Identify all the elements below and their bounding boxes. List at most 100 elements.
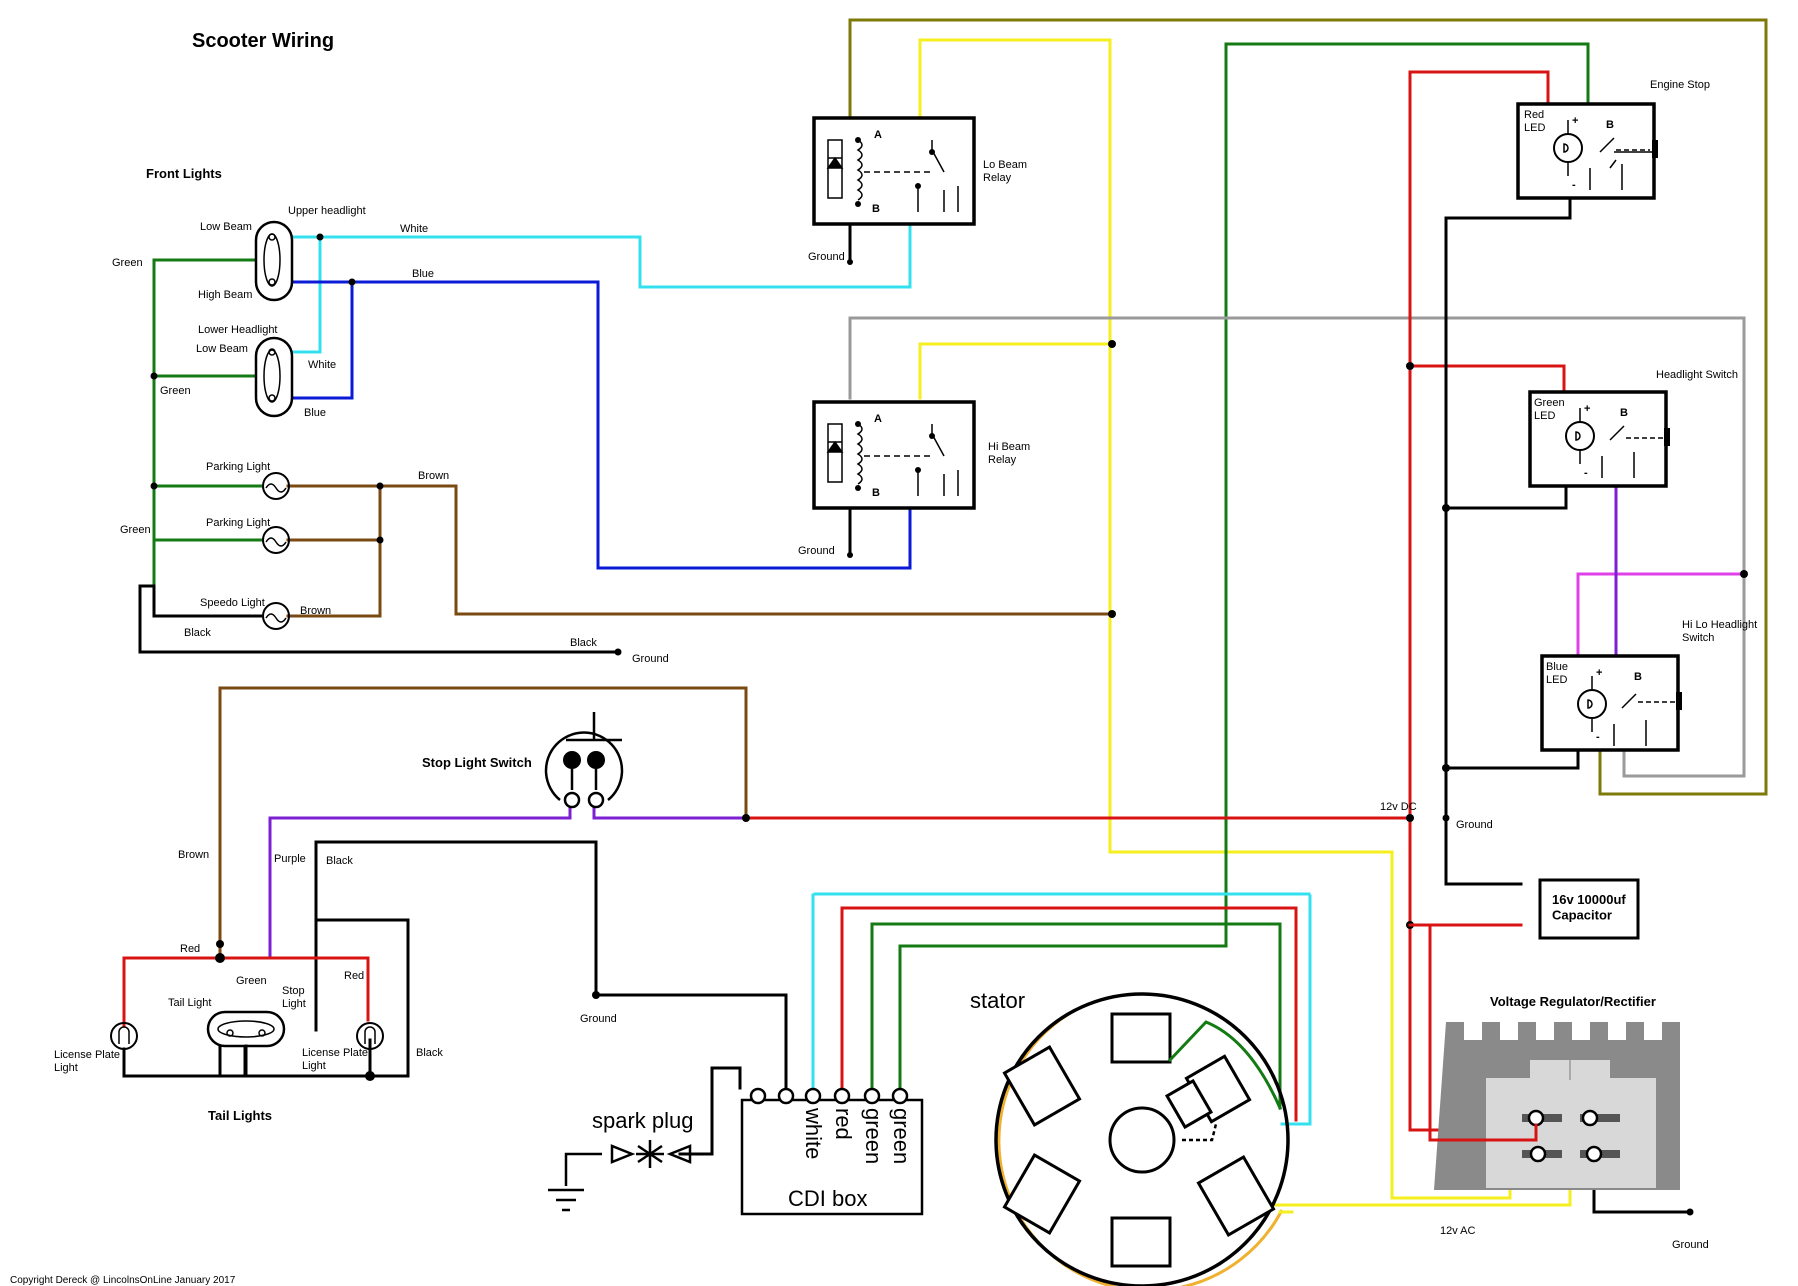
- cdi-white-label: white: [801, 1107, 826, 1159]
- headlight-switch-label: Headlight Switch: [1656, 369, 1738, 381]
- yellow-wire-lo: [918, 38, 1512, 1200]
- spark-plug: spark plug: [548, 1108, 694, 1212]
- low-beam-label-1: Low Beam: [200, 221, 252, 233]
- front-lights-title: Front Lights: [146, 166, 222, 181]
- ground-label-3: Ground: [798, 545, 835, 557]
- black-wire-label-1: Black: [184, 627, 211, 639]
- tail-light-bulb: [206, 1010, 286, 1048]
- hi-relay-terminal-a: A: [874, 413, 882, 425]
- stop-light-switch: Stop Light Switch: [422, 712, 624, 809]
- tail-light-label: Tail Light: [168, 997, 211, 1009]
- blue-wire-lower: [286, 280, 354, 400]
- green-wire-front: [152, 258, 264, 592]
- ground-label-6: Ground: [1672, 1239, 1709, 1251]
- black-wire-label-4: Black: [416, 1047, 443, 1059]
- copyright: Copyright Dereck @ LincolnsOnLine Januar…: [10, 1275, 236, 1286]
- cdi-white-wire: [811, 892, 1312, 1126]
- front-lights: Front Lights Upper headlight Low Beam Hi…: [112, 166, 669, 665]
- white-wire-headlight: [286, 218, 912, 289]
- stator: stator: [970, 988, 1294, 1286]
- black-ground-right: [1444, 190, 1580, 886]
- voltage-regulator: Voltage Regulator/Rectifier 12v AC Groun…: [1408, 923, 1709, 1251]
- white-wire-label-2: White: [308, 359, 336, 371]
- green-wire-label-1: Green: [112, 257, 143, 269]
- ground-label-1: Ground: [632, 653, 669, 665]
- olive-wire: [848, 18, 1768, 796]
- spark-star: [636, 1140, 664, 1168]
- black-wire-front: [138, 584, 620, 654]
- white-wire-lower: [286, 235, 322, 354]
- speedo-light-bulb: [262, 602, 290, 630]
- junctions: [150, 233, 1748, 1216]
- spark-plug-label: spark plug: [592, 1108, 694, 1133]
- license-light-right: [356, 1022, 384, 1050]
- upper-headlight-label: Upper headlight: [288, 205, 366, 217]
- ground-label-2: Ground: [808, 251, 845, 263]
- brown-wire-label-2: Brown: [300, 605, 331, 617]
- black-wire-label-3: Black: [326, 855, 353, 867]
- low-beam-label-2: Low Beam: [196, 343, 248, 355]
- green-wire-label-2: Green: [160, 385, 191, 397]
- red-wire-label-2: Red: [344, 970, 364, 982]
- cdi-red-wire: [840, 906, 1298, 1122]
- parking-light-2-bulb: [262, 526, 290, 554]
- lo-relay-terminal-a: A: [874, 129, 882, 141]
- blue-wire-label-1: Blue: [412, 268, 434, 280]
- brown-wire-rear: [218, 686, 748, 960]
- red-wire-label-1: Red: [180, 943, 200, 955]
- speedo-light-label: Speedo Light: [200, 597, 265, 609]
- green-wire-label-3: Green: [120, 524, 151, 536]
- cdi-green-wire-1: [870, 922, 1282, 1110]
- purple-wire-rear: [268, 798, 748, 960]
- cdi-green-label-1: green: [861, 1108, 886, 1164]
- engine-minus: -: [1572, 179, 1576, 191]
- cdi-green-label-2: green: [889, 1108, 914, 1164]
- hilo-minus: -: [1596, 731, 1600, 743]
- gray-wire: [848, 316, 1746, 778]
- headlight-minus: -: [1584, 467, 1588, 479]
- green-wire-engine: [898, 42, 1590, 1152]
- hi-relay-terminal-b: B: [872, 487, 880, 499]
- black-wire-label-2: Black: [570, 637, 597, 649]
- green-wire-label-4: Green: [236, 975, 267, 987]
- magenta-wire: [1576, 572, 1748, 656]
- yellow-wire-hi: [918, 342, 1112, 400]
- engine-plus: +: [1572, 115, 1578, 127]
- engine-b: B: [1606, 119, 1614, 131]
- v12dc-label: 12v DC: [1380, 801, 1417, 813]
- lower-headlight-bulb: [254, 336, 294, 418]
- tail-lights-title: Tail Lights: [208, 1108, 272, 1123]
- diagram-title: Scooter Wiring: [192, 30, 334, 52]
- blue-wire-label-2: Blue: [304, 407, 326, 419]
- parking-light-label-2: Parking Light: [206, 517, 270, 529]
- cdi-box: CDI box white red green green: [740, 1087, 924, 1216]
- headlight-b: B: [1620, 407, 1628, 419]
- spark-plug-lead: [678, 1066, 742, 1156]
- cdi-red-label: red: [831, 1108, 856, 1140]
- red-wire-rear: [122, 956, 370, 1027]
- hilo-plus: +: [1596, 667, 1602, 679]
- purple-wire-label: Purple: [274, 853, 306, 865]
- regulator-red: [1428, 923, 1538, 1142]
- ground-label-5: Ground: [580, 1013, 617, 1025]
- parking-light-1-bulb: [262, 472, 290, 500]
- brown-wire-label-1: Brown: [418, 470, 449, 482]
- engine-stop-label: Engine Stop: [1650, 79, 1710, 91]
- parking-light-label-1: Parking Light: [206, 461, 270, 473]
- high-beam-label: High Beam: [198, 289, 252, 301]
